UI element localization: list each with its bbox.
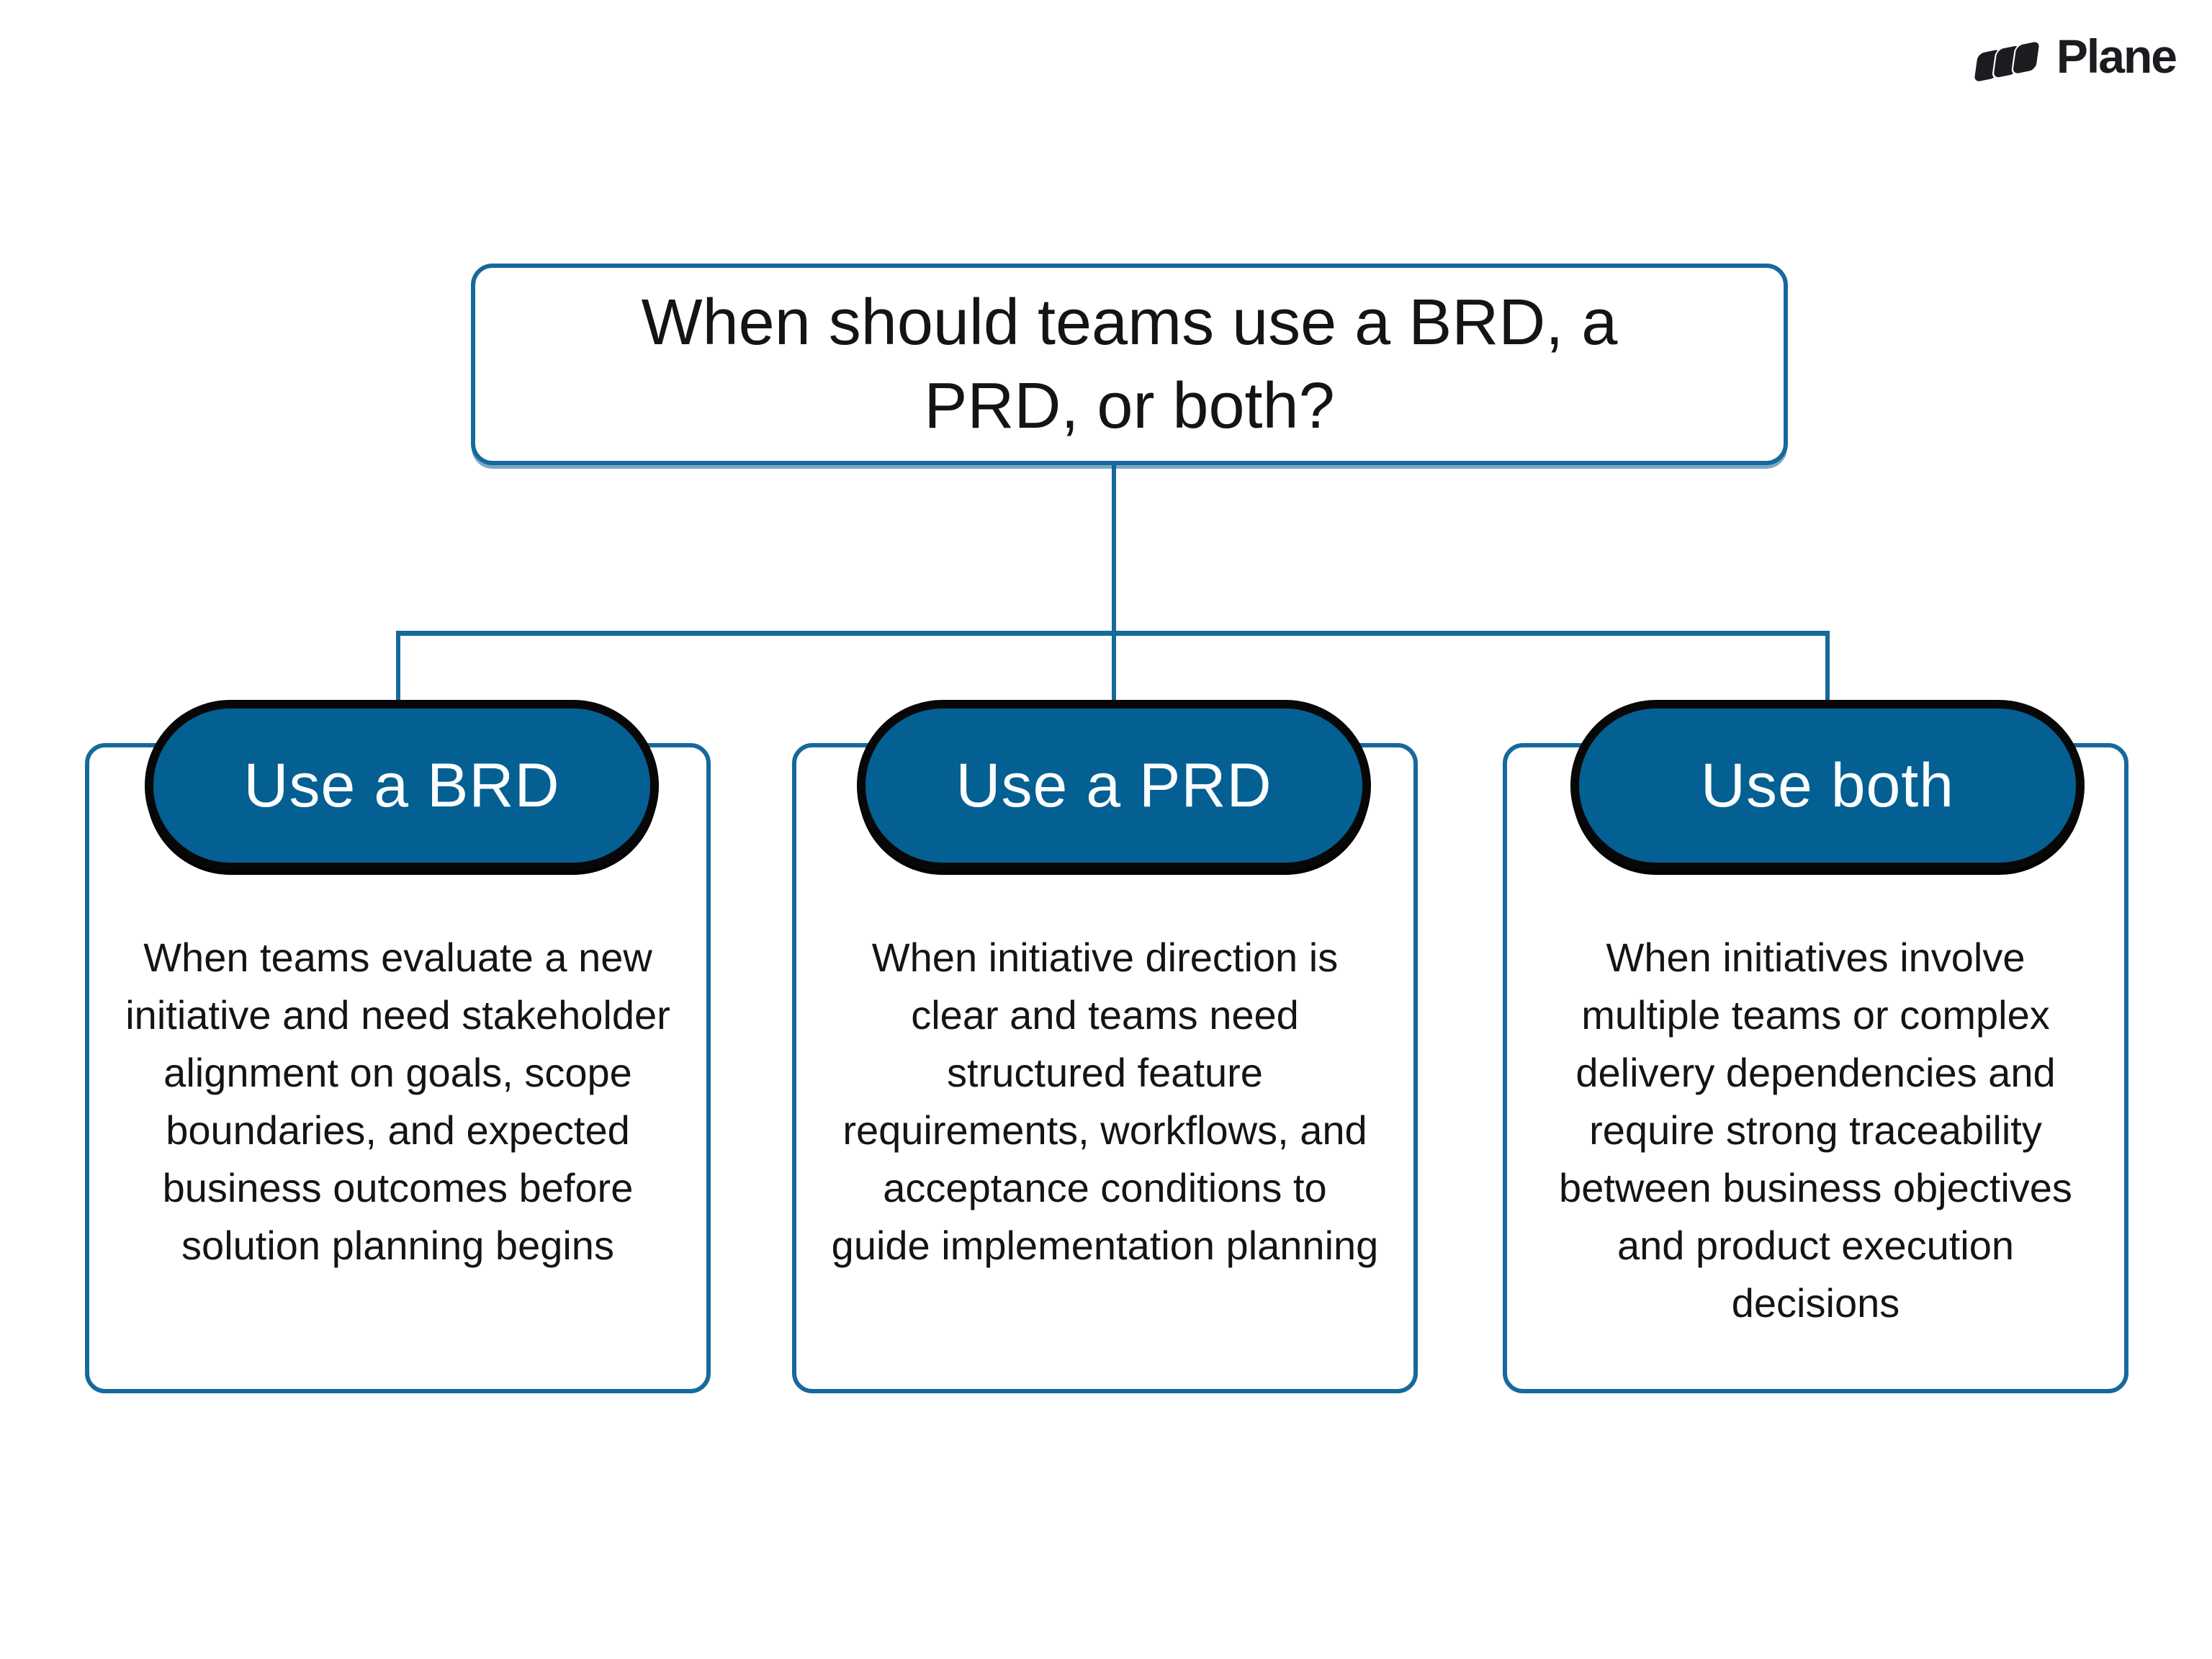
connector-drop-right [1825, 631, 1830, 709]
branch-pill-use-both: Use both [1570, 700, 2085, 871]
plane-logo-icon [1973, 40, 2041, 82]
connector-crossbar [396, 631, 1830, 636]
connector-drop-left [396, 631, 400, 709]
branch-pill-label: Use a PRD [956, 750, 1272, 820]
branch-description: When teams evaluate a new initiative and… [125, 935, 670, 1268]
plane-logo-text: Plane [2056, 30, 2177, 83]
connector-stem [1112, 465, 1116, 706]
branch-description: When initiative direction is clear and t… [831, 935, 1379, 1268]
title-box: When should teams use a BRD, a PRD, or b… [471, 264, 1788, 465]
branch-pill-label: Use a BRD [243, 750, 560, 820]
diagram-title: When should teams use a BRD, a PRD, or b… [641, 287, 1618, 442]
plane-logo: Plane [1973, 29, 2177, 84]
branch-pill-label: Use both [1700, 750, 1955, 820]
branch-pill-use-a-brd: Use a BRD [145, 700, 659, 871]
branch-pill-use-a-prd: Use a PRD [857, 700, 1371, 871]
branch-description: When initiatives involve multiple teams … [1559, 935, 2072, 1326]
